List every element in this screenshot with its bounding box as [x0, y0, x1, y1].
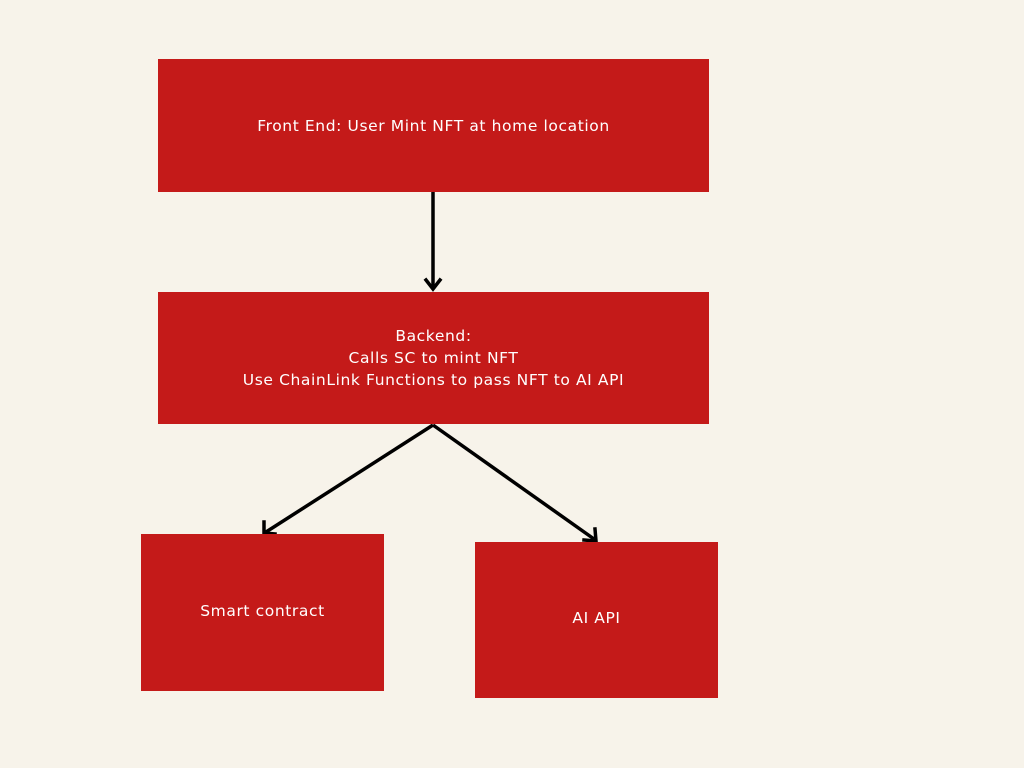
node-ai-api[interactable]: AI API — [475, 542, 718, 698]
node-backend-line-2: Calls SC to mint NFT — [348, 349, 519, 367]
node-backend[interactable]: Backend: Calls SC to mint NFT Use ChainL… — [158, 292, 709, 424]
edge-backend-to-smart-contract — [262, 423, 434, 536]
node-frontend[interactable]: Front End: User Mint NFT at home locatio… — [158, 59, 709, 192]
node-smart-contract[interactable]: Smart contract — [141, 534, 384, 691]
node-ai-api-label: AI API — [572, 609, 621, 627]
edge-backend-to-ai-api — [431, 423, 598, 543]
node-frontend-line: Front End: User Mint NFT at home locatio… — [257, 116, 610, 135]
node-smart-contract-label: Smart contract — [200, 601, 325, 620]
node-backend-line-3: Use ChainLink Functions to pass NFT to A… — [242, 371, 625, 389]
edge-frontend-to-backend — [423, 192, 443, 292]
node-backend-line-1: Backend: — [395, 327, 472, 345]
